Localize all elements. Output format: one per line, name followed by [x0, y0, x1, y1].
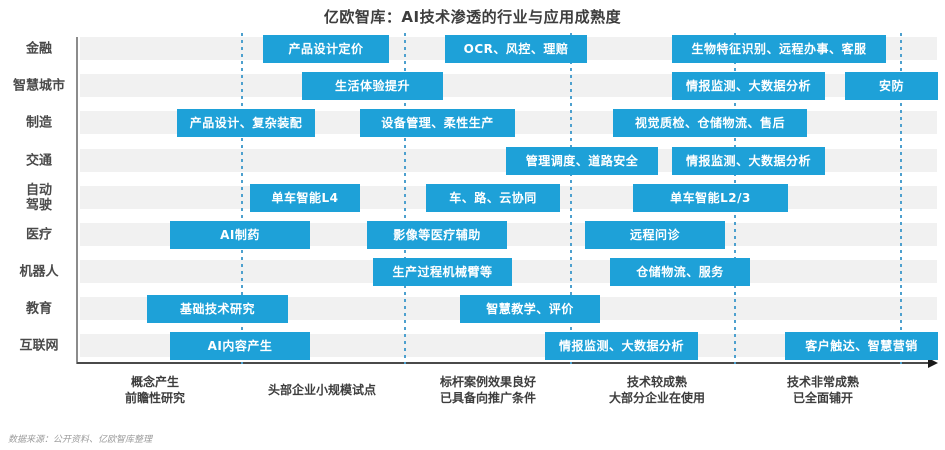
application-box: 仓储物流、服务: [610, 257, 750, 286]
x-axis-arrow-icon: [928, 358, 938, 368]
row-label: 教育: [25, 301, 52, 316]
stage-divider-line: [404, 33, 406, 364]
row-label: 金融: [25, 41, 52, 56]
application-box: 生产过程机械臂等: [373, 257, 512, 286]
application-box: 管理调度、道路安全: [506, 146, 658, 175]
row-label: 交通: [25, 153, 52, 168]
stage-label: 技术非常成熟 已全面铺开: [786, 375, 859, 405]
source-note: 数据来源：公开资料、亿欧智库整理: [8, 435, 153, 445]
application-box: 影像等医疗辅助: [367, 220, 507, 249]
row-label: 机器人: [19, 264, 59, 279]
application-box: 情报监测、大数据分析: [672, 71, 825, 100]
application-box: 情报监测、大数据分析: [545, 331, 698, 360]
application-box: OCR、风控、理赔: [445, 34, 587, 63]
x-axis-line: [77, 362, 930, 364]
application-box: 基础技术研究: [147, 294, 288, 323]
application-box: 单车智能L4: [250, 183, 360, 212]
application-box: 情报监测、大数据分析: [672, 146, 825, 175]
stage-divider-line: [241, 33, 243, 364]
application-box: 单车智能L2/3: [633, 183, 788, 212]
application-box: 生物特征识别、远程办事、客服: [672, 34, 886, 63]
row-label: 互联网: [19, 338, 59, 353]
row-label: 医疗: [25, 227, 52, 242]
application-box: 车、路、云协同: [426, 183, 560, 212]
application-box: 产品设计定价: [263, 34, 389, 63]
application-box: 产品设计、复杂装配: [177, 108, 315, 137]
application-box: AI制药: [170, 220, 310, 249]
stage-label: 标杆案例效果良好 已具备向推广条件: [439, 375, 536, 405]
row-label: 制造: [25, 115, 52, 130]
application-box: 设备管理、柔性生产: [360, 108, 515, 137]
stage-label: 技术较成熟 大部分企业在使用: [608, 375, 705, 405]
application-box: 安防: [845, 71, 938, 100]
application-box: 远程问诊: [585, 220, 725, 249]
application-box: 智慧教学、评价: [460, 294, 600, 323]
row-label: 自动 驾驶: [25, 182, 52, 213]
row-label: 智慧城市: [12, 78, 65, 93]
stage-divider-line: [570, 33, 572, 364]
stage-label: 头部企业小规模试点: [267, 383, 376, 397]
application-box: AI内容产生: [170, 331, 310, 360]
stage-label: 概念产生 前瞻性研究: [124, 375, 185, 405]
stage-divider-line: [900, 33, 902, 364]
y-axis-line: [76, 37, 78, 364]
application-box: 视觉质检、仓储物流、售后: [613, 108, 807, 137]
chart-title: 亿欧智库：AI技术渗透的行业与应用成熟度: [323, 8, 622, 26]
application-box: 客户触达、智慧营销: [785, 331, 938, 360]
application-box: 生活体验提升: [302, 71, 443, 100]
